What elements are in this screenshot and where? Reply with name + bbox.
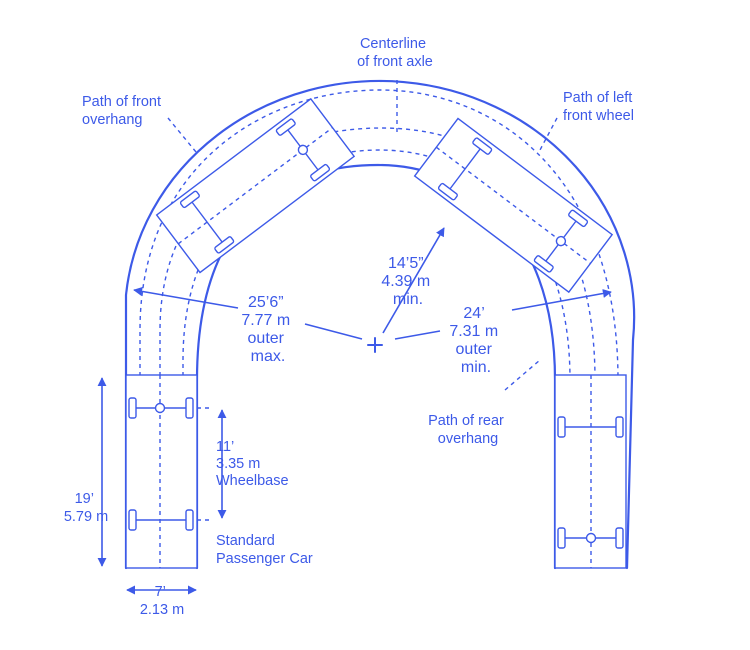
car-width-label: 7’ 2.13 m — [140, 584, 184, 618]
outer-turning-path — [124, 79, 636, 570]
rear-overhang-label: Path of rear overhang — [428, 413, 508, 447]
car-length-label: 19’ 5.79 m — [64, 491, 108, 525]
car-mid-right — [413, 117, 614, 294]
inner-radius-label: 14’5” 4.39 m min. — [381, 255, 434, 308]
outer-min-label: 24’ 7.31 m outer min. — [449, 305, 502, 376]
front-overhang-path — [139, 89, 619, 568]
car-name-label: Standard Passenger Car — [216, 533, 313, 567]
outer-min-arrow-left — [394, 330, 441, 340]
rear-overhang-leader — [504, 359, 541, 391]
outer-max-arrow-right — [304, 323, 363, 340]
outer-min-arrow-right — [511, 289, 612, 311]
front-overhang-leader — [167, 117, 197, 153]
left-front-wheel-leader — [539, 117, 558, 151]
inner-radius-arrow — [382, 227, 445, 334]
car-mid-left — [155, 97, 356, 274]
plus-icon — [367, 337, 383, 353]
centerline-label: Centerline of front axle — [357, 36, 433, 70]
wheelbase-label: 11’ 3.35 m Wheelbase — [216, 439, 289, 489]
car-start — [125, 374, 198, 569]
outer-max-arrow-left — [133, 286, 239, 309]
outer-max-label: 25’6” 7.77 m outer max. — [241, 294, 294, 365]
car-end — [554, 374, 627, 569]
left-front-wheel-label: Path of left front wheel — [563, 90, 636, 124]
front-overhang-label: Path of front overhang — [82, 94, 165, 128]
